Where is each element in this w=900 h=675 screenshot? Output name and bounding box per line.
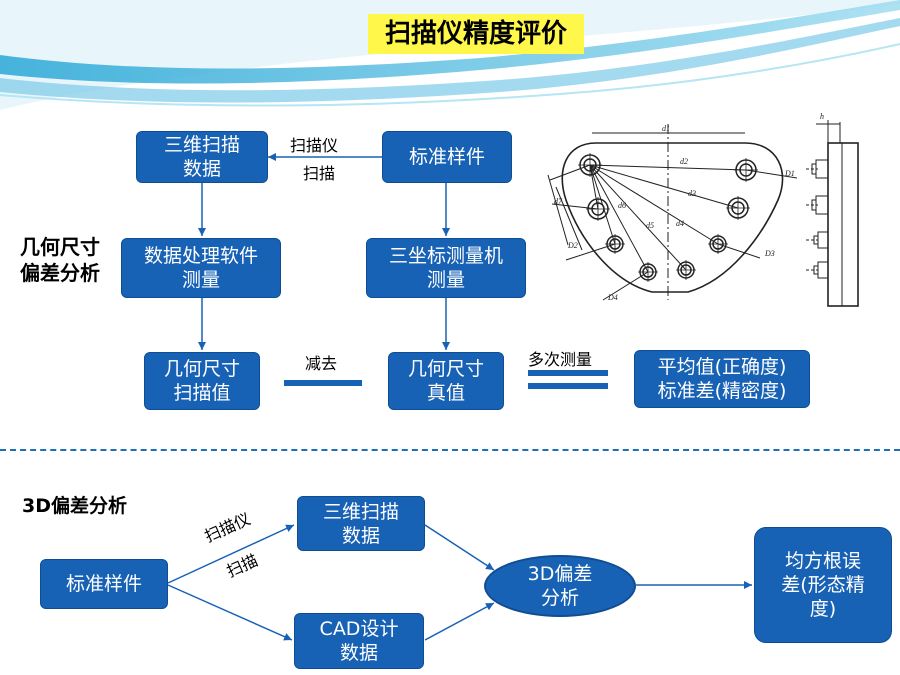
- dim-D1: D1: [784, 169, 795, 178]
- dim-d6: d6: [618, 201, 626, 210]
- bottom-box-std-part[interactable]: 标准样件: [40, 559, 168, 609]
- top-box-true-value[interactable]: 几何尺寸 真值: [388, 352, 504, 410]
- top-label-scanner: 扫描仪: [290, 136, 339, 155]
- top-arrows: [198, 153, 450, 350]
- label-subtract: 减去: [305, 354, 338, 373]
- dim-d2: d2: [680, 157, 688, 166]
- slide-title: 扫描仪精度评价: [368, 14, 584, 54]
- dim-D2: D2: [567, 241, 578, 250]
- equals-sign-bottom: [528, 383, 608, 389]
- bottom-box-scan-data[interactable]: 三维扫描 数据: [297, 496, 425, 551]
- dim-d5: d5: [646, 221, 654, 230]
- technical-drawing: d1 d2 d3 d4 d5 d6 d7 D1 D2 D3 D4 h: [528, 112, 862, 326]
- dim-d3: d3: [688, 189, 696, 198]
- dim-d7: d7: [554, 197, 563, 206]
- side-label-geometry: 几何尺寸 偏差分析: [20, 235, 100, 285]
- top-box-std-part[interactable]: 标准样件: [382, 131, 512, 183]
- dim-d1: d1: [662, 124, 670, 133]
- top-box-result[interactable]: 平均值(正确度) 标准差(精密度): [634, 350, 810, 408]
- dim-h: h: [820, 112, 824, 121]
- top-box-software[interactable]: 数据处理软件 测量: [121, 238, 281, 298]
- equals-sign-top: [528, 370, 608, 376]
- dim-D3: D3: [764, 249, 775, 258]
- dim-D4: D4: [607, 293, 618, 302]
- bottom-section-label: 3D偏差分析: [22, 495, 127, 517]
- ellipse-3d-deviation[interactable]: 3D偏差 分析: [484, 555, 636, 617]
- minus-sign: [284, 380, 362, 386]
- top-box-scan-value[interactable]: 几何尺寸 扫描值: [144, 352, 260, 410]
- bottom-arrows: [167, 524, 752, 641]
- header-waves: [0, 0, 900, 110]
- top-box-scan-data[interactable]: 三维扫描 数据: [136, 131, 268, 183]
- bottom-box-cad[interactable]: CAD设计 数据: [294, 613, 424, 669]
- section-divider: [0, 449, 900, 451]
- top-box-cmm[interactable]: 三坐标测量机 测量: [366, 238, 526, 298]
- bottom-box-rms[interactable]: 均方根误 差(形态精 度): [754, 527, 892, 643]
- label-multi-measure: 多次测量: [528, 350, 593, 369]
- top-label-scan: 扫描: [303, 164, 336, 183]
- dim-d4: d4: [676, 219, 684, 228]
